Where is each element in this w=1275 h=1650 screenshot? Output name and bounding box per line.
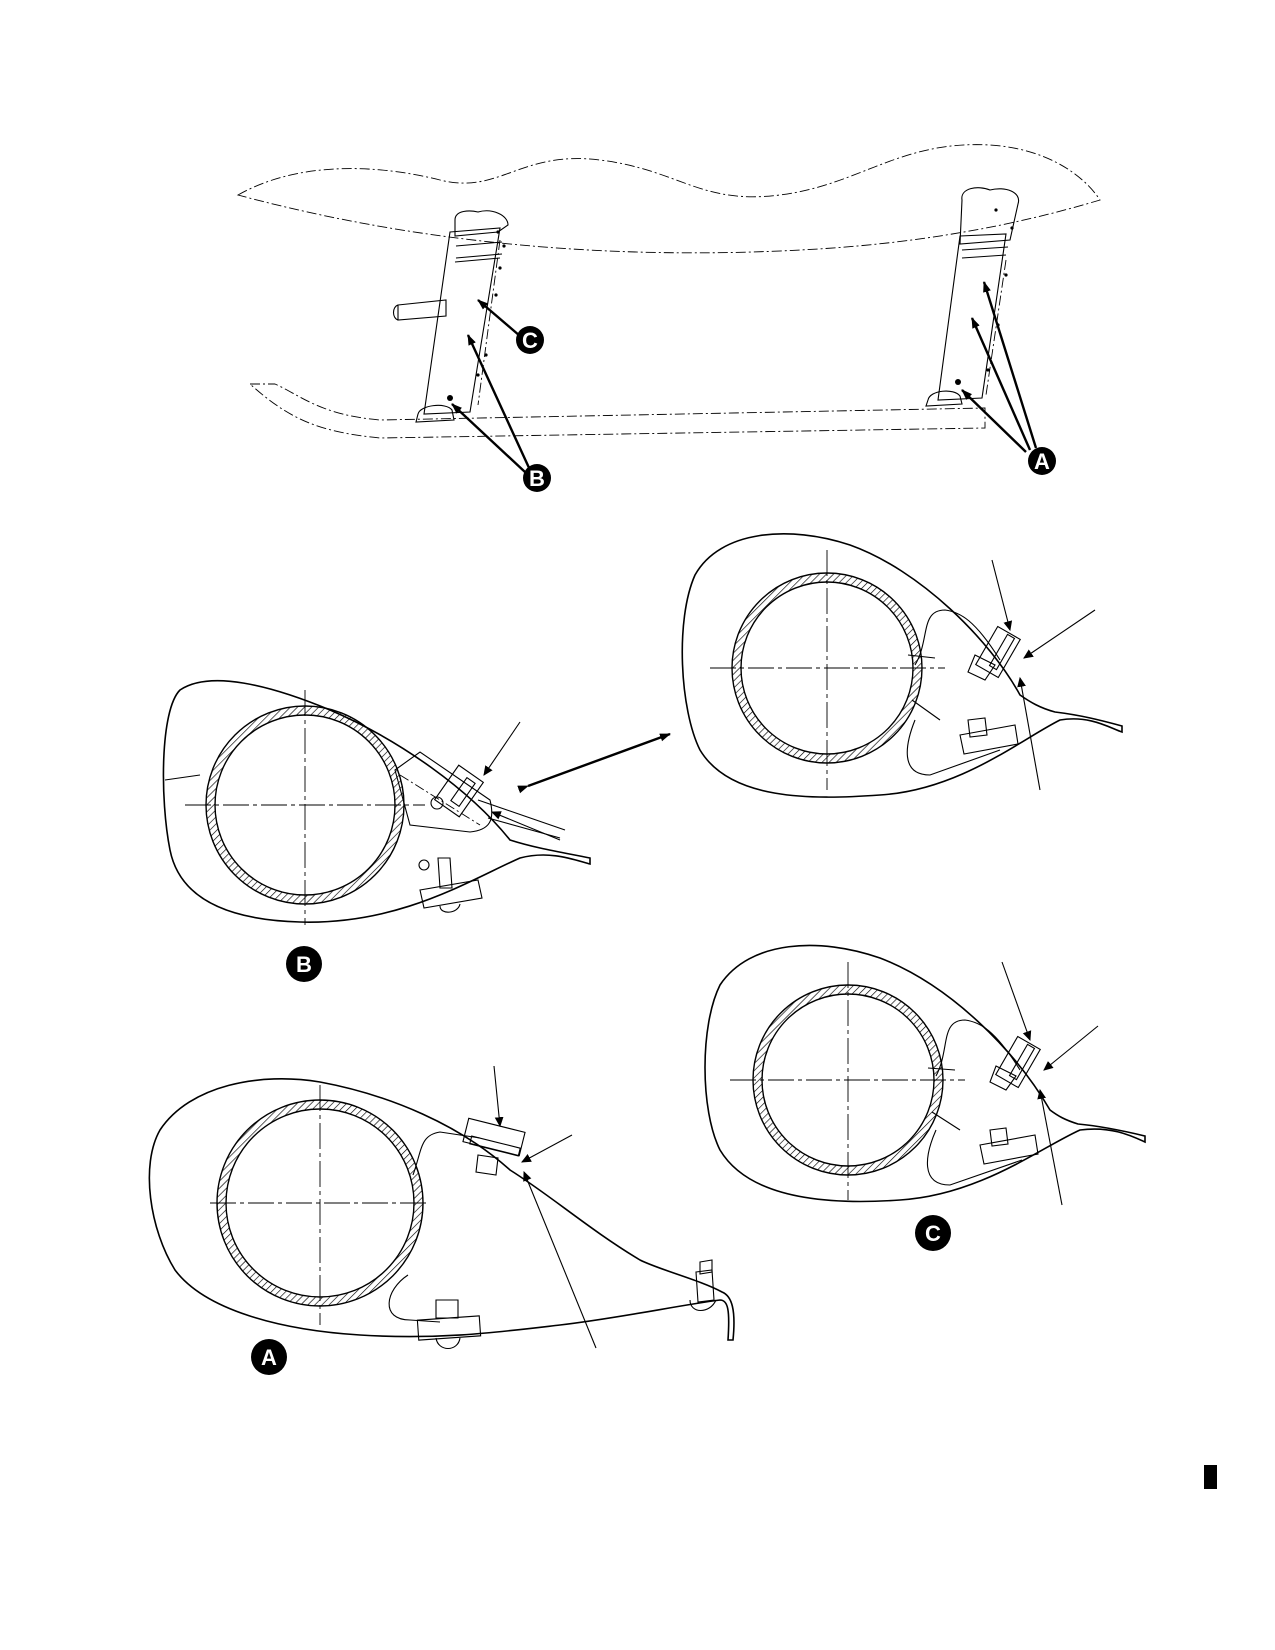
detail-a-section [148,1065,735,1350]
right-cross-tube [925,187,1020,407]
leader-arrow-a3 [961,389,1027,453]
leader-arrow-c [477,299,521,337]
detail-c-section [704,944,1146,1206]
revision-bar [1204,1465,1217,1489]
svg-text:B: B [296,952,312,977]
callout-a-detail: A [251,1339,287,1375]
double-arrow-bc [517,732,671,794]
svg-text:C: C [925,1221,941,1246]
left-cross-tube [392,210,509,423]
leader-arrow-b2 [451,403,526,473]
callout-c-overview: C [516,326,544,354]
detail-b-section [162,679,671,925]
leader-arrow-a1 [982,281,1038,449]
fairing-outline-c [704,944,1146,1203]
callout-a-overview: A [1028,447,1056,475]
callout-b-detail: B [286,946,322,982]
skid-tube [248,383,986,439]
svg-text:A: A [1034,449,1050,474]
detail-alternate-section [681,533,1123,798]
leader-arrow-a2 [970,317,1032,451]
overview-view [236,144,1101,473]
svg-text:C: C [522,328,538,353]
callout-b-overview: B [523,464,551,492]
fairing-outline-a [148,1078,735,1341]
leader-arrow-b1 [466,334,532,471]
fuselage-outline [236,144,1101,254]
svg-text:B: B [529,466,545,491]
fairing-outline-alt [681,533,1123,798]
svg-text:A: A [261,1345,277,1370]
callout-c-detail: C [915,1215,951,1251]
